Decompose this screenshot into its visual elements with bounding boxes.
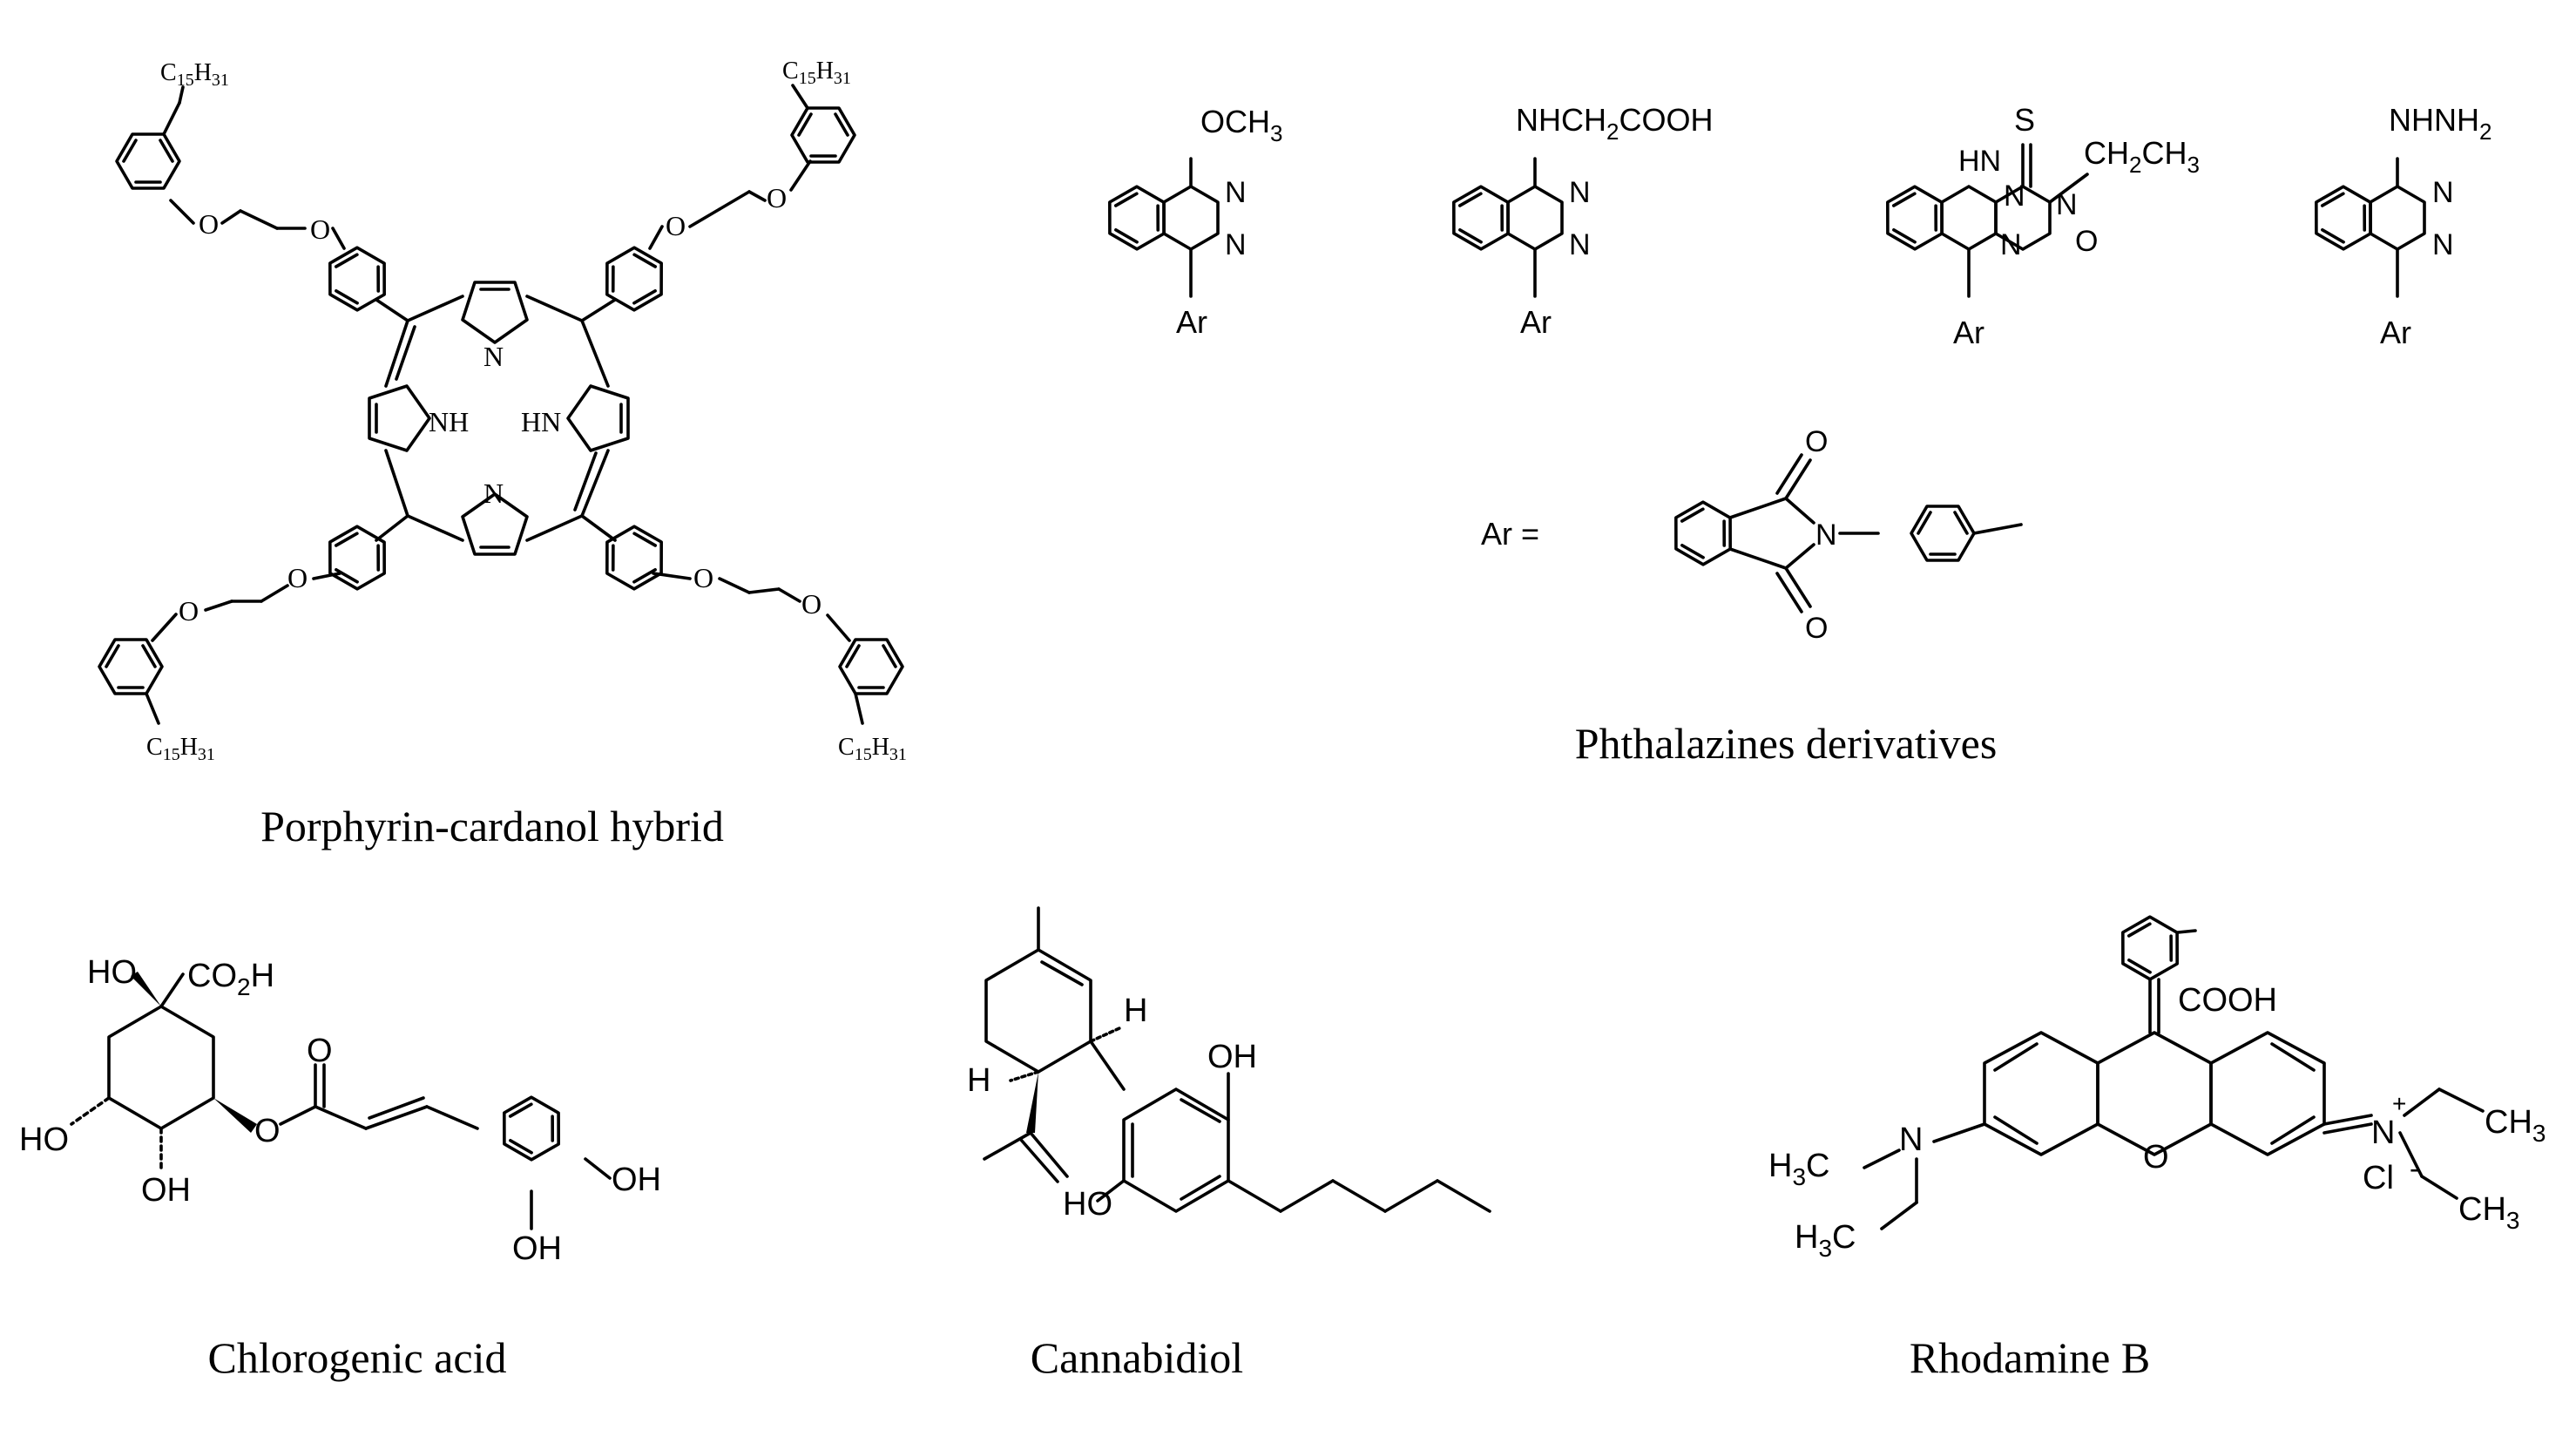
cbd-h-left: H [967, 1062, 991, 1099]
ph1-ar: Ar [1176, 304, 1207, 340]
ph4-n1: N [2432, 176, 2454, 209]
rb-h3c-bottom: H3C [1795, 1219, 1856, 1262]
ph3-ethyl: CH2CH3 [2084, 135, 2200, 178]
rb-n-left: N [1899, 1121, 1923, 1158]
porphyrin-o-bl-1: O [287, 562, 308, 593]
phthalazine-1 [1094, 157, 1220, 298]
porphyrin-n-top: N [483, 341, 504, 372]
phthalazine-4 [2301, 157, 2426, 298]
porphyrin-o-br-2: O [801, 588, 821, 620]
ar-definition: Ar = [1481, 516, 1539, 552]
rb-chloride: Cl [2363, 1160, 2394, 1196]
ph2-sub: NHCH2COOH [1516, 102, 1713, 145]
porphyrin-c15h31-bl: C15H31 [146, 734, 215, 764]
cbd-ho-bottom: HO [1063, 1186, 1112, 1223]
rb-minus: - [2410, 1153, 2419, 1184]
phthalazines-caption: Phthalazines derivatives [1575, 719, 1998, 768]
porphyrin-o-tr-2: O [767, 182, 787, 213]
ca-ho-left: HO [19, 1121, 69, 1158]
porphyrin-n-bottom: N [483, 478, 504, 509]
porphyrin-caption: Porphyrin-cardanol hybrid [260, 802, 724, 850]
ca-oh-ring1: OH [612, 1162, 661, 1198]
chlorogenic-acid-structure: HO CO2H HO OH O O OH OH Chlorogenic acid [19, 954, 661, 1382]
ph1-sub: OCH3 [1200, 104, 1282, 146]
porphyrin-arm-bottom-left [98, 517, 400, 725]
ar-o-top: O [1805, 425, 1828, 458]
ph3-n-top: N [2056, 188, 2078, 221]
ca-carbonyl-o: O [307, 1033, 333, 1069]
rb-n-right: N [2371, 1115, 2395, 1151]
ph4-ar: Ar [2380, 315, 2411, 350]
porphyrin-nh-left: NH [429, 406, 469, 437]
ph2-n1: N [1569, 176, 1591, 209]
porphyrin-cardanol-structure: N N NH HN O O C15H31 O [98, 58, 907, 850]
ph3-ar: Ar [1953, 315, 1984, 350]
porphyrin-c15h31-tr: C15H31 [782, 58, 851, 88]
cannabidiol-structure: H H OH HO Cannabidiol [967, 906, 1491, 1382]
porphyrin-o-tl-2: O [199, 208, 219, 240]
rhodamine-b-structure: COOH N N + O H3C H3C CH3 CH3 Cl - Rhodam… [1768, 907, 2546, 1382]
ca-oh-ring2: OH [512, 1230, 562, 1267]
ph3-o: O [2075, 225, 2098, 258]
cbd-oh-top: OH [1207, 1039, 1257, 1075]
rb-plus: + [2392, 1090, 2406, 1117]
ph3-n1: N [2004, 180, 2025, 213]
rb-ch3-bottom: CH3 [2458, 1191, 2519, 1234]
ar-o-bottom: O [1805, 612, 1828, 645]
phthalazine-3 [1872, 143, 2089, 298]
ph4-sub: NHNH2 [2389, 102, 2491, 145]
rhodamine-caption: Rhodamine B [1910, 1333, 2150, 1382]
ph1-n2: N [1225, 228, 1247, 261]
ca-ho-top: HO [87, 954, 137, 991]
porphyrin-nh-right: HN [521, 406, 561, 437]
ph1-n1: N [1225, 176, 1247, 209]
porphyrin-o-bl-2: O [179, 595, 199, 627]
ph2-ar: Ar [1520, 304, 1552, 340]
porphyrin-o-tl-1: O [310, 213, 330, 245]
porphyrin-c15h31-tl: C15H31 [160, 59, 229, 90]
chlorogenic-caption: Chlorogenic acid [208, 1333, 507, 1382]
ph2-n2: N [1569, 228, 1591, 261]
ph3-n2: N [2000, 228, 2022, 261]
ca-ester-o: O [254, 1113, 281, 1149]
ca-oh-bottom: OH [141, 1172, 191, 1209]
phthalazines-structures: OCH3 N N Ar NHCH2COOH N N Ar S HN CH2CH3… [1094, 102, 2491, 768]
rb-o: O [2143, 1139, 2169, 1176]
porphyrin-arm-bottom-right [592, 517, 904, 725]
ar-phthalimide [1660, 453, 2023, 613]
ph4-n2: N [2432, 228, 2454, 261]
rb-h3c-top: H3C [1768, 1148, 1829, 1190]
porphyrin-arm-top-left [115, 85, 400, 320]
rb-ch3-top: CH3 [2485, 1104, 2546, 1147]
phthalazine-2 [1438, 157, 1564, 298]
porphyrin-core [368, 281, 630, 556]
porphyrin-c15h31-br: C15H31 [838, 734, 907, 764]
ph3-hn: HN [1958, 145, 2001, 178]
ca-co2h: CO2H [187, 958, 274, 1000]
rb-cooh: COOH [2178, 982, 2277, 1019]
ph3-s: S [2014, 102, 2035, 138]
cbd-h-top: H [1124, 993, 1147, 1029]
porphyrin-o-tr-1: O [666, 210, 686, 241]
porphyrin-arm-top-right [592, 84, 856, 320]
ar-n: N [1815, 518, 1837, 552]
cannabidiol-caption: Cannabidiol [1031, 1333, 1243, 1382]
porphyrin-o-br-1: O [693, 562, 713, 593]
